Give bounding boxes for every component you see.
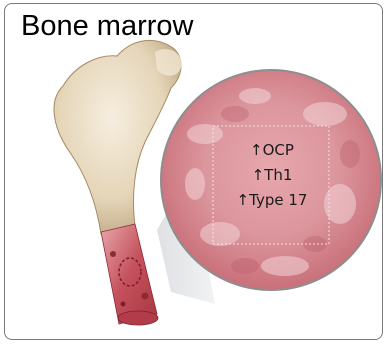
figure-panel: Bone marrow ↑OCP ↑Th1 ↑Type 17 [4, 3, 383, 340]
marker-label-ocp: ↑OCP [215, 138, 329, 163]
marker-label-list: ↑OCP ↑Th1 ↑Type 17 [215, 138, 329, 213]
marker-label-type17: ↑Type 17 [215, 188, 329, 213]
marker-label-th1: ↑Th1 [215, 163, 329, 188]
figure-title: Bone marrow [21, 8, 193, 44]
bone-shaft-section [101, 224, 157, 324]
